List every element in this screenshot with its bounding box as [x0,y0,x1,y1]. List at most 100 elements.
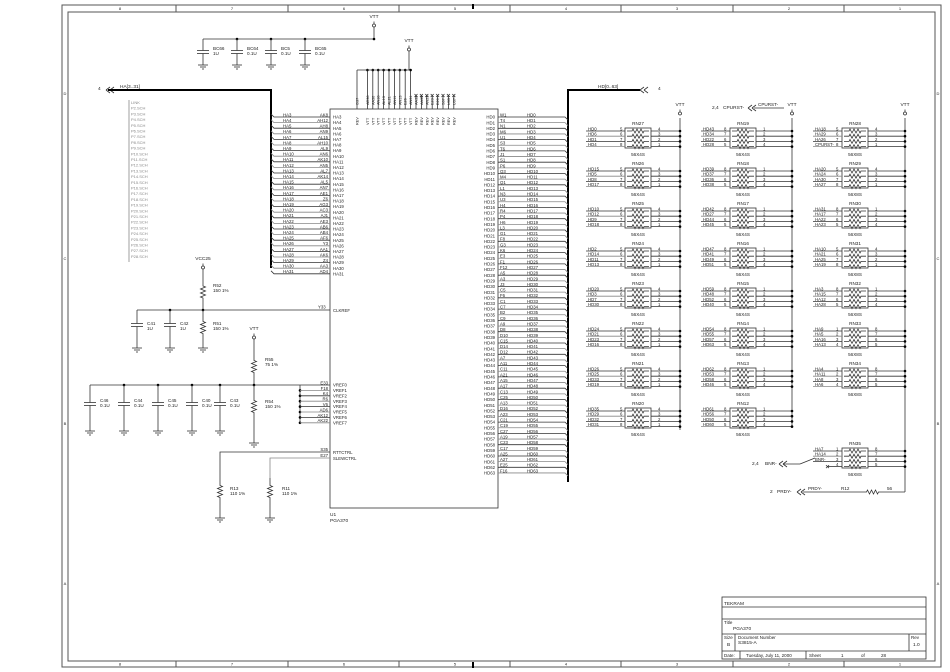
pin-number: 2 [658,217,661,222]
hd-net-label: HD29 [527,276,539,281]
resistor-element [844,338,866,345]
resistor-pack-rn35 [841,447,869,469]
junction-dot [790,214,794,218]
res-value: 75 1% [265,362,278,367]
pin-number: 2 [763,212,766,217]
ha-net-label: HA20 [283,208,294,213]
pin-name: HA6 [333,131,342,136]
resistor-pack-rn16 [729,247,757,269]
sheet-link: P18.SCH [131,197,148,202]
border-column-label: 3 [676,6,679,11]
hd-net-label: HD62 [527,463,539,468]
pin-number: 5 [836,126,839,131]
pin-name: HD37 [484,324,496,329]
resistor-element [844,463,866,470]
r12-resistor [860,489,885,495]
company-name: TEKRAM [724,601,744,607]
pin-ball-id: AH8 [320,124,329,129]
rn-net-label: HD20 [588,286,600,291]
pin-ball-id: AL5 [320,180,328,185]
hd-net-label: HD44 [527,361,539,366]
junction-dot [790,300,794,303]
pin-name: HD21 [484,233,496,238]
hd-net-label: HD61 [527,457,539,462]
pin-ball-id: AK8 [320,112,329,117]
hd-net-label: HD7 [527,152,536,157]
pin-ball-id: S35 [320,447,328,452]
resistor-pack-value: 56X4S [736,192,750,197]
hd-net-wire [498,195,569,200]
pin-number: 4 [763,222,766,227]
pin-number: 6 [836,132,839,137]
bus-label-ha: HA[3..31] [120,84,140,90]
rn-net-label: HA6 [815,382,824,387]
pin-ball-id: AF6 [320,236,328,241]
pin-number: 6 [836,297,839,302]
pin-number: 2 [658,257,661,262]
rn-net-label: HD61 [703,406,715,411]
pin-number: 2 [875,212,878,217]
cap-ref: C43 [230,398,239,403]
resistor-element [844,258,866,265]
ha-net-wire [270,180,330,185]
pin-number: 7 [620,377,623,382]
hd-net-wire [498,331,569,335]
border-row-label: C [937,256,940,261]
ha-net-label: HA19 [283,202,294,207]
pin-number: 2 [836,372,839,377]
junction-dot [903,129,907,133]
junction-dot [903,180,907,183]
hd-net-wire [498,303,569,307]
pin-number: 8 [620,422,623,427]
junction-dot [372,37,376,41]
pin-number: 2 [763,372,766,377]
pin-name: HA17 [333,193,344,198]
junction-dot [903,265,907,268]
junction-dot [903,340,907,343]
res-value: 150 1% [213,326,229,331]
hd-net-label: HD36 [527,316,539,321]
pin-ball-id: E26 [404,98,408,105]
pin-number: 6 [620,212,623,217]
junction-dot [790,334,794,338]
pin-number: 5 [836,166,839,171]
sheet-link: P10.SCH [131,151,148,156]
resistor-element [627,218,649,225]
r55-resistor [250,355,258,378]
junction-dot [678,385,682,388]
junction-dot [678,249,682,253]
hd-net-label: HD16 [527,203,539,208]
junction-dot [903,214,907,218]
pin-number: 8 [620,182,623,187]
junction-dot [678,225,682,228]
pin-ball-id: AD4 [320,269,329,274]
resistor-element [732,423,754,430]
pin-ball-id: C19 [500,423,508,428]
pin-number: 1 [658,302,661,307]
rn-net-label: HD56 [703,412,715,417]
ha-net-wire [270,113,330,118]
pin-number: 1 [763,326,766,331]
resistor-pack-ref: RN33 [849,321,861,326]
resistor-element [627,408,649,414]
res-value: 56 [887,486,893,491]
rn-net-label: HA5 [815,332,824,337]
junction-dot [678,214,682,218]
pin-number: 7 [724,292,727,297]
hd-net-wire [498,218,569,222]
ha-net-label: HA29 [283,258,294,263]
power-port-icon [252,335,256,340]
pin-name: HD4 [486,137,495,142]
pin-name: HD20 [484,228,496,233]
pin-ball-id: A21 [500,372,508,377]
resistor-pack-ref: RN34 [849,361,861,366]
hd-net-wire [498,280,569,285]
pin-name: VTT [377,117,381,125]
cap-value: 0.1U [202,403,212,408]
resistor-element [844,298,866,305]
resistor-pack-value: 56X4S [631,312,645,317]
ha-net-label: HA12 [283,163,294,168]
rn-net-label: HD3 [588,292,597,297]
junction-dot [903,134,907,138]
pin-name: HA26 [333,243,344,248]
